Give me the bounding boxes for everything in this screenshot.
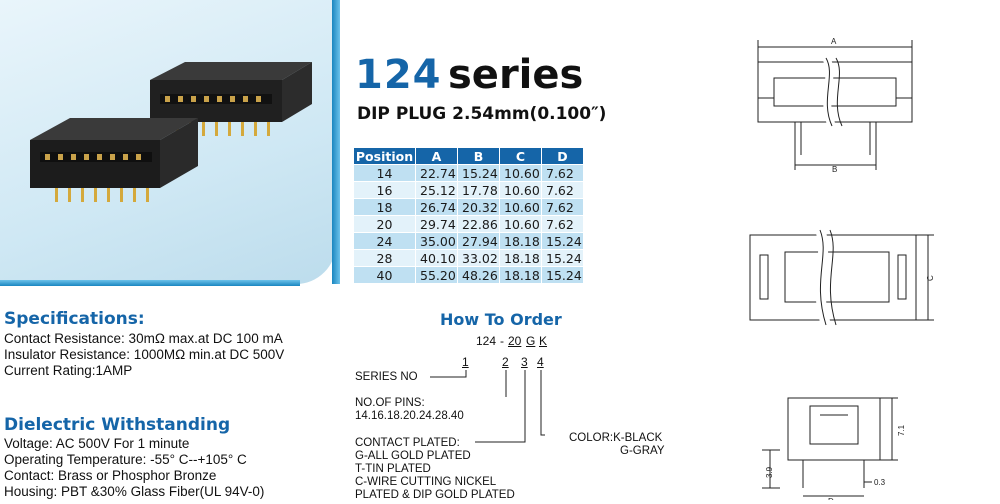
table-cell: 40 — [353, 266, 416, 284]
table-cell: 10.60 — [499, 181, 542, 199]
spec-line: Contact Resistance: 30mΩ max.at DC 100 m… — [4, 331, 283, 346]
table-cell: 15.24 — [457, 164, 500, 182]
spec-line: Current Rating:1AMP — [4, 363, 133, 378]
table-header-c: C — [499, 147, 542, 165]
table-cell: 26.74 — [415, 198, 458, 216]
order-digit-3: 3 — [521, 355, 528, 369]
table-cell: 15.24 — [541, 266, 584, 284]
color-option: G-GRAY — [620, 445, 665, 457]
table-cell: 33.02 — [457, 249, 500, 267]
table-cell: 28 — [353, 249, 416, 267]
order-digit-2: 2 — [502, 355, 509, 369]
pins-label: NO.OF PINS: — [355, 397, 425, 409]
table-cell: 40.10 — [415, 249, 458, 267]
series-number: 124 — [355, 52, 442, 98]
plated-option: C-WIRE CUTTING NICKEL — [355, 476, 497, 488]
dip-plug-connectors-image — [30, 62, 312, 202]
order-code-plating: G — [526, 334, 536, 348]
dim-label-d: D — [828, 497, 834, 500]
table-header-d: D — [541, 147, 584, 165]
table-cell: 18.18 — [499, 266, 542, 284]
dim-label-pin-length: 3.9 — [765, 466, 774, 478]
product-photo — [0, 0, 336, 284]
table-cell: 29.74 — [415, 215, 458, 233]
table-cell: 7.62 — [541, 164, 584, 182]
plated-label: CONTACT PLATED: — [355, 437, 460, 449]
order-leader-lines — [430, 370, 545, 443]
pins-values: 14.16.18.20.24.28.40 — [355, 410, 464, 422]
order-code-dash: - — [500, 334, 504, 348]
table-cell: 55.20 — [415, 266, 458, 284]
table-cell: 25.12 — [415, 181, 458, 199]
table-cell: 18.18 — [499, 249, 542, 267]
table-cell: 7.62 — [541, 198, 584, 216]
table-cell: 10.60 — [499, 198, 542, 216]
spec-line: Insulator Resistance: 1000MΩ min.at DC 5… — [4, 347, 285, 362]
table-cell: 7.62 — [541, 181, 584, 199]
dielectric-line: Housing: PBT &30% Glass Fiber(UL 94V-0) — [4, 484, 265, 499]
table-cell: 24 — [353, 232, 416, 250]
dielectric-heading: Dielectric Withstanding — [4, 415, 231, 435]
table-cell: 16 — [353, 181, 416, 199]
dielectric-line: Voltage: AC 500V For 1 minute — [4, 436, 190, 451]
table-cell: 22.86 — [457, 215, 500, 233]
plated-option: T-TIN PLATED — [355, 463, 431, 475]
dim-label-a: A — [831, 37, 837, 46]
table-cell: 20.32 — [457, 198, 500, 216]
table-cell: 15.24 — [541, 232, 584, 250]
dim-label-c: C — [926, 275, 935, 281]
photo-frame-right — [332, 0, 340, 284]
table-cell: 18 — [353, 198, 416, 216]
order-code-pins: 20 — [508, 334, 522, 348]
table-header-position: Position — [353, 147, 416, 165]
series-word: series — [448, 52, 584, 98]
plated-option: G-ALL GOLD PLATED — [355, 450, 471, 462]
table-cell: 17.78 — [457, 181, 500, 199]
table-cell: 35.00 — [415, 232, 458, 250]
series-no-label: SERIES NO — [355, 371, 418, 383]
table-cell: 10.60 — [499, 164, 542, 182]
technical-drawing: A B C 7.1 3.9 0.3 D — [749, 37, 935, 500]
dim-label-b: B — [832, 165, 837, 174]
table-cell: 22.74 — [415, 164, 458, 182]
plated-option: PLATED & DIP GOLD PLATED — [355, 489, 515, 501]
dielectric-line: Contact: Brass or Phosphor Bronze — [4, 468, 217, 483]
dim-label-height: 7.1 — [897, 424, 906, 436]
table-header-b: B — [457, 147, 500, 165]
dim-label-thickness: 0.3 — [874, 478, 886, 487]
table-cell: 18.18 — [499, 232, 542, 250]
table-cell: 10.60 — [499, 215, 542, 233]
photo-frame-bottom — [0, 280, 300, 286]
table-cell: 15.24 — [541, 249, 584, 267]
table-cell: 48.26 — [457, 266, 500, 284]
dielectric-line: Operating Temperature: -55° C--+105° C — [4, 452, 247, 467]
table-cell: 7.62 — [541, 215, 584, 233]
table-header-a: A — [415, 147, 458, 165]
table-cell: 27.94 — [457, 232, 500, 250]
order-digit-1: 1 — [462, 355, 469, 369]
color-label: COLOR:K-BLACK — [569, 432, 663, 444]
table-cell: 14 — [353, 164, 416, 182]
order-code-series: 124 — [476, 334, 497, 348]
product-subtitle: DIP PLUG 2.54mm(0.100″) — [357, 104, 607, 124]
specifications-heading: Specifications: — [4, 309, 145, 329]
table-cell: 20 — [353, 215, 416, 233]
how-to-order-heading: How To Order — [440, 310, 562, 329]
order-code-color: K — [539, 334, 548, 348]
order-digit-4: 4 — [537, 355, 544, 369]
